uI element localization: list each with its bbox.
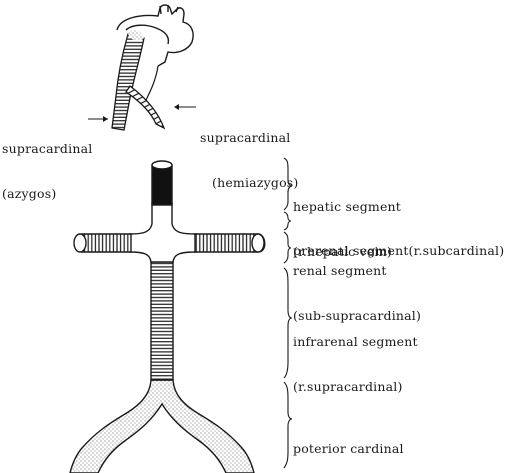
hemiazygos-label-line1: supracardinal: [200, 130, 299, 145]
infrarenal-segment-title: infrarenal segment: [293, 334, 418, 349]
brace-infrarenal: [284, 268, 292, 378]
hepatic-vein: [152, 165, 172, 205]
azygos-vein: [112, 34, 144, 130]
renal-vein-right-end: [252, 234, 264, 252]
infrarenal-vein: [151, 259, 173, 380]
azygos-label: supracardinal (azygos): [2, 111, 92, 231]
azygos-arrowhead-icon: [103, 116, 108, 122]
posterior-cardinal-label: poterior cardinal: [293, 411, 404, 473]
posterior-cardinal-vein: [70, 380, 254, 473]
azygos-label-line1: supracardinal: [2, 141, 92, 156]
brace-posterior: [284, 382, 292, 468]
hemiazygos-vein: [126, 86, 164, 128]
azygos-label-line2: (azygos): [2, 186, 92, 201]
hemiazygos-label: supracardinal (hemiazygos): [200, 100, 299, 220]
hepatic-segment-title: hepatic segment: [293, 199, 401, 214]
infrarenal-segment-label: infrarenal segment (r.supracardinal): [293, 304, 418, 424]
brace-renal: [284, 232, 291, 263]
renal-segment-title: renal segment: [293, 263, 421, 278]
infrarenal-segment-subtitle: (r.supracardinal): [293, 379, 418, 394]
renal-vein-left-end: [74, 234, 86, 252]
hemiazygos-label-line2: (hemiazygos): [200, 175, 299, 190]
prerenal-junction: [130, 203, 196, 262]
hemiazygos-arrowhead-icon: [174, 104, 179, 110]
descending-aorta: [146, 66, 158, 100]
posterior-cardinal-title: poterior cardinal: [293, 441, 404, 456]
label-arrows: [88, 104, 196, 122]
hepatic-vein-top: [152, 161, 172, 169]
